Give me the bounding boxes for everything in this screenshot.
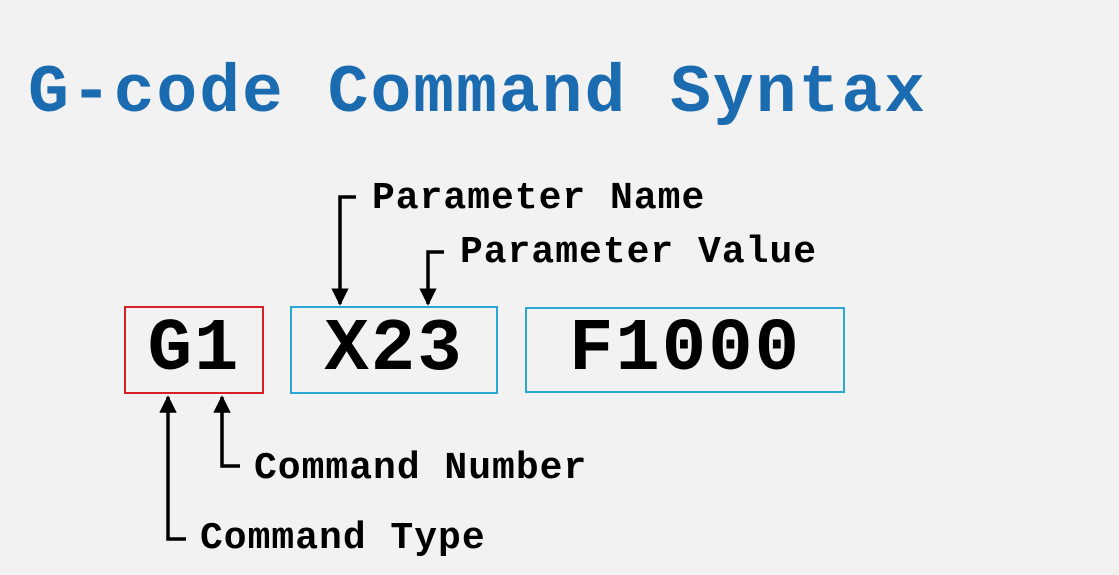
command-box-g1: G1	[124, 306, 264, 394]
label-command-number: Command Number	[254, 447, 588, 490]
parameter-box-f1000: F1000	[525, 307, 845, 393]
command-type-arrow	[159, 395, 186, 541]
parameter-text: F1000	[568, 308, 802, 392]
command-number-arrow	[213, 395, 240, 468]
command-text: G1	[147, 308, 241, 392]
diagram-title: G-code Command Syntax	[28, 55, 927, 132]
label-parameter-value: Parameter Value	[460, 231, 818, 274]
parameter-text: X23	[324, 308, 464, 392]
parameter-value-arrow	[419, 250, 444, 306]
label-parameter-name: Parameter Name	[372, 177, 706, 220]
label-command-type: Command Type	[200, 517, 486, 560]
parameter-name-arrow	[331, 195, 356, 306]
parameter-box-x23: X23	[290, 306, 498, 394]
